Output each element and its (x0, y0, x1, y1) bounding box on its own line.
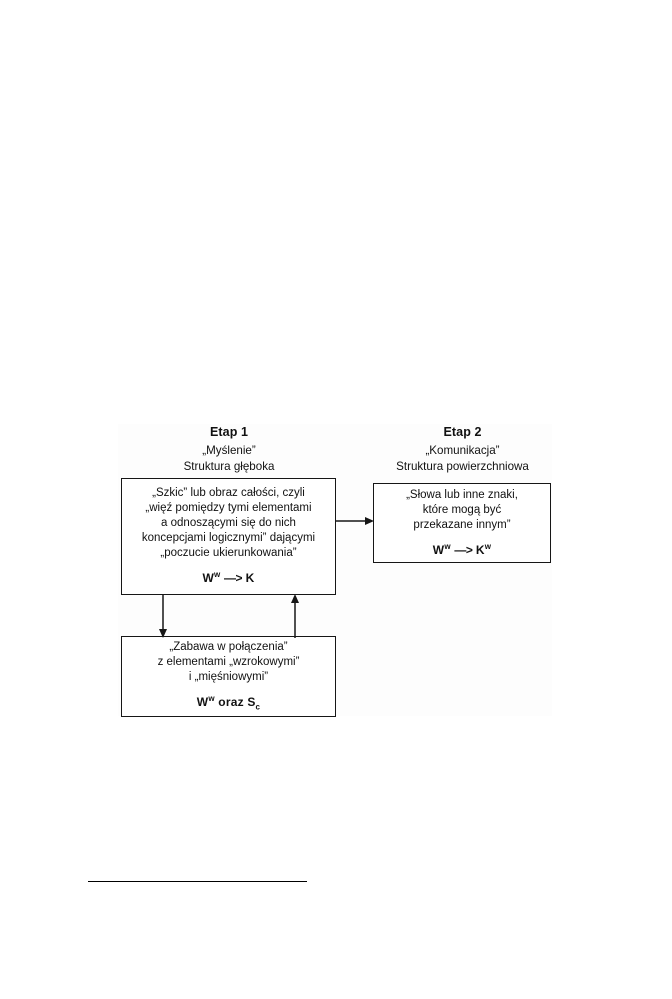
box-play-formula: Ww oraz Sc (197, 694, 260, 713)
formula-arrow-operator: —> (454, 542, 473, 557)
formula-k-superscript: w (484, 541, 492, 551)
box-communication-text: „Słowa lub inne znaki, które mogą być pr… (406, 488, 518, 531)
formula-w-superscript: w (214, 570, 221, 580)
formula-w-base: W (432, 542, 445, 557)
formula-s-base: S (247, 695, 256, 710)
stage-2-subtitle-line-1: „Komunikacja” (425, 444, 500, 458)
footnote-separator-rule (88, 881, 307, 882)
formula-w-base: W (202, 571, 215, 586)
formula-s-subscript: c (255, 702, 261, 712)
stage-1-subtitle-line-2: Struktura głęboka (183, 459, 275, 473)
box-communication-surface-structure: „Słowa lub inne znaki, które mogą być pr… (373, 483, 551, 563)
stage-1-subtitle-line-1: „Myślenie” (202, 444, 256, 458)
box-thinking-text: „Szkic” lub obraz całości, czyli „więź p… (141, 487, 316, 560)
arrow-thinking-to-communication-icon (336, 517, 374, 525)
box-communication-formula: Ww —> Kw (433, 542, 491, 559)
formula-w-base: W (196, 695, 209, 710)
formula-k-base: K (475, 542, 485, 557)
formula-k-base: K (245, 571, 255, 586)
formula-w-superscript: w (444, 541, 451, 551)
column-heading-stage-2: Etap 2 „Komunikacja” Struktura powierzch… (373, 424, 552, 474)
column-heading-stage-1: Etap 1 „Myślenie” Struktura głęboka (121, 424, 337, 474)
stage-2-label: Etap 2 (443, 425, 482, 439)
stage-1-label: Etap 1 (209, 425, 249, 439)
formula-conjunction: oraz (218, 695, 244, 710)
arrow-play-to-thinking-icon (291, 594, 299, 638)
box-thinking-formula: Ww —> K (203, 570, 255, 587)
stage-2-subtitle-line-2: Struktura powierzchniowa (396, 459, 529, 473)
arrow-thinking-to-play-icon (159, 594, 167, 638)
formula-arrow-operator: —> (224, 571, 243, 586)
formula-w-superscript: w (208, 694, 215, 704)
box-thinking-deep-structure: „Szkic” lub obraz całości, czyli „więź p… (121, 478, 336, 595)
box-play-text: „Zabawa w połączenia” z elementami „wzro… (157, 641, 300, 684)
box-play-with-connections: „Zabawa w połączenia” z elementami „wzro… (121, 636, 336, 717)
